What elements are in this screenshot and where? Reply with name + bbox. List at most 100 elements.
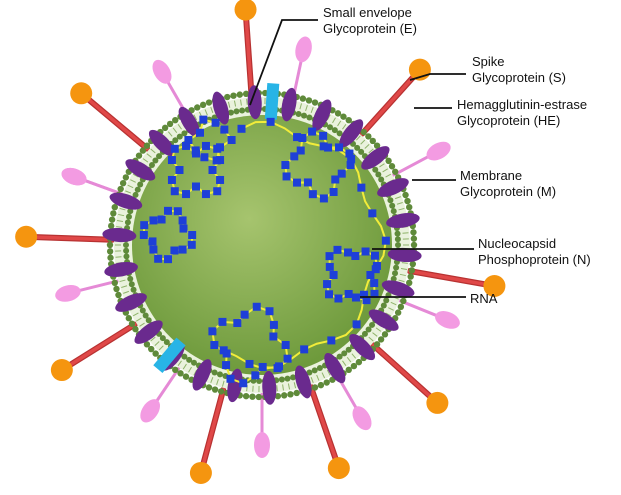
nucleocapsid-square — [370, 251, 379, 260]
lipid-tail — [326, 114, 331, 121]
lipid-head-inner — [306, 114, 313, 121]
lipid-head-outer — [249, 393, 256, 400]
nucleocapsid-square — [331, 175, 340, 184]
spike-stem-highlight — [371, 343, 435, 401]
lipid-tail — [399, 273, 406, 277]
lipid-head-outer — [177, 370, 184, 377]
membrane-protein — [102, 227, 137, 243]
lipid-head-inner — [387, 197, 394, 204]
nucleocapsid-square — [212, 156, 221, 165]
lipid-head-outer — [139, 147, 147, 154]
lipid-head-outer — [113, 285, 120, 293]
lipid-head-inner — [394, 230, 401, 237]
lipid-tail — [210, 376, 214, 383]
membrane-protein — [115, 293, 147, 312]
lipid-head-outer — [381, 331, 389, 338]
nucleocapsid-square — [170, 246, 179, 255]
lipid-head-outer — [407, 273, 414, 280]
nucleocapsid-square — [329, 271, 338, 279]
nucleocapsid-square — [366, 271, 375, 279]
lipid-head-inner — [227, 109, 234, 116]
lipid-head-outer — [317, 381, 325, 389]
lipid-head-inner — [191, 359, 197, 366]
nucleocapsid-square — [188, 231, 197, 239]
lipid-head-outer — [166, 120, 174, 128]
nucleocapsid-square — [210, 341, 219, 349]
nucleocapsid-square — [296, 146, 305, 155]
spike-head — [50, 359, 73, 382]
spike-head — [15, 225, 38, 248]
lipid-tail — [119, 279, 126, 283]
lipid-head-outer — [391, 168, 399, 175]
lipid-head-outer — [305, 97, 313, 104]
nucleocapsid-square — [233, 319, 242, 328]
lipid-tail — [310, 376, 314, 383]
nucleocapsid-square — [167, 175, 176, 184]
lipid-head-outer — [115, 291, 122, 299]
lipid-tail — [177, 360, 182, 366]
membrane-protein — [262, 370, 277, 405]
lipid-tail — [115, 256, 122, 258]
he-proteins — [55, 36, 460, 458]
spike-stem-highlight — [200, 388, 225, 469]
lipid-tail — [127, 184, 134, 189]
lipid-head-inner — [290, 374, 297, 381]
lipid-head-outer — [334, 110, 342, 117]
nucleocapsid-square — [319, 194, 328, 203]
lipid-tail — [375, 327, 382, 332]
nucleocapsid-square — [167, 156, 176, 165]
membrane-protein — [192, 359, 212, 391]
nucleocapsid-square — [347, 154, 356, 163]
lipid-tail — [142, 158, 149, 163]
membrane-protein — [381, 280, 415, 298]
lipid-tail — [136, 317, 142, 322]
lipid-head-inner — [390, 275, 397, 282]
spike-head — [327, 457, 350, 480]
nucleocapsid-square — [191, 146, 200, 155]
lipid-head-inner — [186, 356, 193, 363]
spike-stem-highlight — [65, 322, 137, 369]
lipid-tail — [299, 103, 303, 110]
lipid-tail — [119, 207, 126, 211]
lipid-head-outer — [172, 116, 179, 124]
lipid-tail — [385, 312, 392, 317]
membrane-protein — [361, 146, 390, 170]
nucleocapsid-square — [208, 166, 217, 174]
lipid-head-outer — [211, 386, 219, 393]
nucleocapsid-square — [208, 327, 217, 336]
lipid-tail — [172, 127, 178, 133]
lipid-tail — [158, 345, 164, 351]
lipid-head-outer — [274, 392, 282, 400]
lipid-tail — [372, 332, 378, 337]
lipid-head-inner — [145, 317, 152, 324]
lipid-head-outer — [119, 179, 127, 187]
lipid-head-outer — [255, 393, 263, 401]
lipid-head-outer — [400, 297, 407, 305]
nucleocapsid-square — [370, 289, 379, 298]
nucleocapsid-square — [170, 144, 179, 153]
lipid-head-outer — [369, 137, 377, 145]
membrane-protein — [294, 365, 312, 399]
lipid-head-inner — [139, 307, 146, 314]
membrane-protein — [104, 261, 138, 277]
lipid-head-outer — [408, 267, 416, 274]
nucleocapsid-square — [308, 127, 317, 136]
nucleocapsid-square — [201, 190, 210, 199]
membrane-protein — [377, 178, 409, 197]
he-head — [295, 36, 312, 63]
nucleocapsid-square — [195, 128, 204, 137]
lipid-head-inner — [216, 371, 223, 378]
nucleocapsid-square — [157, 215, 166, 224]
spike-stem-highlight — [309, 385, 339, 465]
lipid-head-outer — [397, 303, 405, 311]
spike-head — [189, 461, 212, 484]
lipid-head-inner — [389, 202, 396, 209]
lipid-tail — [146, 153, 152, 158]
lipid-tail — [368, 148, 374, 154]
label-he: Hemagglutinin-estrase Glycoprotein (HE) — [457, 97, 588, 128]
he-head — [61, 167, 87, 186]
nucleocapsid-square — [357, 183, 366, 192]
lipid-head-outer — [311, 99, 319, 106]
membrane-protein — [281, 87, 297, 122]
nucleocapsid-square — [201, 141, 210, 150]
